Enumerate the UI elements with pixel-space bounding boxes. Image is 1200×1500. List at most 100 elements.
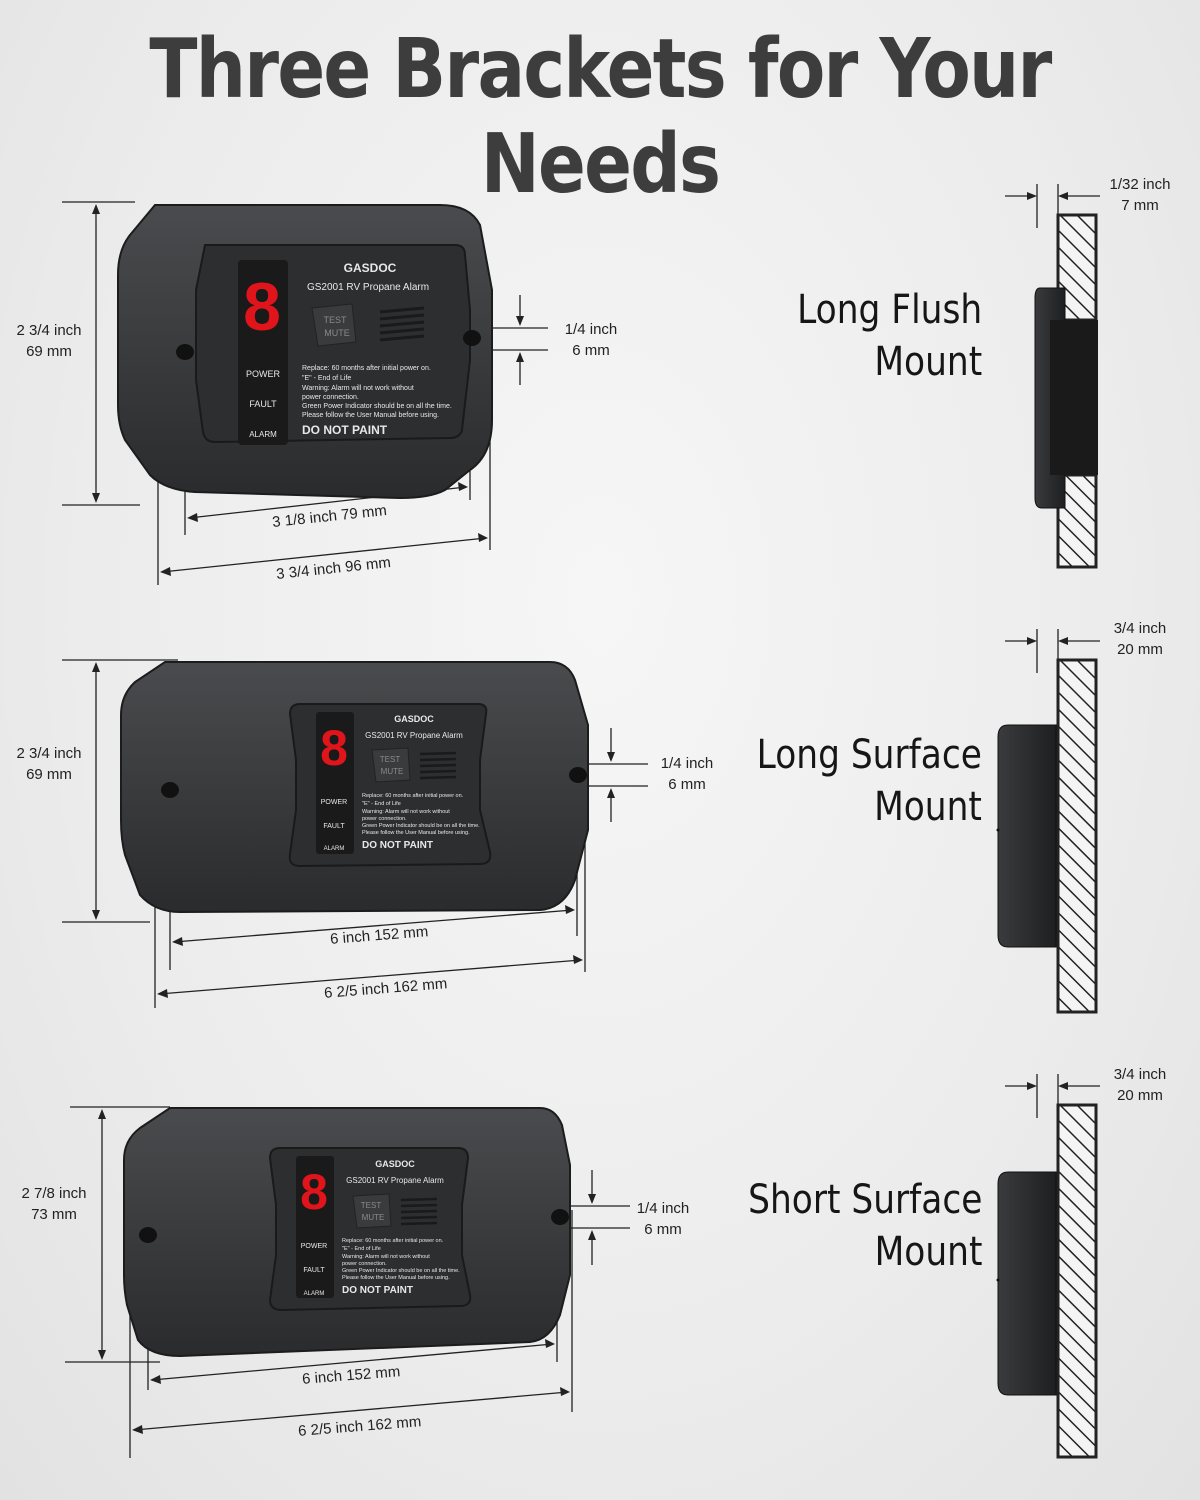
note-line: Green Power Indicator should be on all t… — [302, 403, 452, 410]
depth-mm: 20 mm — [1117, 1087, 1163, 1104]
mount-name-1: Long Flush Mount — [797, 284, 982, 388]
height-dim-2: 2 3/4 inch 69 mm — [8, 743, 90, 785]
depth-dim-1: 1/32 inch 7 mm — [1100, 174, 1180, 216]
hole-inch: 1/4 inch — [564, 321, 618, 338]
note-line: Warning: Alarm will not work without — [302, 385, 414, 392]
note-line: "E" - End of Life — [302, 375, 351, 382]
note-line: Please follow the User Manual before usi… — [342, 1275, 450, 1281]
display-column — [316, 712, 354, 854]
note-line: Replace: 60 months after initial power o… — [302, 365, 431, 372]
bracket-2-device: 8 POWER FAULT ALARM GASDOC GS2001 RV Pro… — [62, 659, 648, 1008]
note-line: Replace: 60 months after initial power o… — [342, 1238, 444, 1244]
depth-mm: 7 mm — [1121, 197, 1159, 214]
note-line: "E" - End of Life — [362, 801, 401, 807]
mount-name-line2: Mount — [874, 1229, 982, 1275]
height-dim-3: 2 7/8 inch 73 mm — [12, 1183, 96, 1225]
bracket-3-device: 8 POWER FAULT ALARM GASDOC GS2001 RV Pro… — [65, 1106, 630, 1458]
dimension-arrows — [98, 1109, 596, 1434]
led-digit: 8 — [320, 720, 348, 776]
mount-hole-left — [176, 344, 194, 360]
indicator-alarm: ALARM — [304, 1291, 325, 1297]
height-mm: 69 mm — [26, 343, 72, 360]
page-title: Three Brackets for Your Needs — [149, 22, 1052, 212]
mount-hole-right — [569, 767, 587, 783]
test-mute-button[interactable] — [311, 303, 357, 347]
note-line: Please follow the User Manual before usi… — [362, 830, 470, 836]
do-not-paint-label: DO NOT PAINT — [302, 423, 388, 437]
led-digit: 8 — [300, 1164, 328, 1220]
note-line: power connection. — [302, 394, 359, 401]
surface-bracket-profile — [997, 724, 1057, 948]
indicator-alarm: ALARM — [249, 430, 277, 439]
wall-section — [1056, 1103, 1098, 1459]
height-inch: 2 3/4 inch — [16, 745, 82, 762]
height-mm: 69 mm — [26, 766, 72, 783]
brand-logo: GASDOC — [375, 1159, 415, 1169]
dimension-arrows — [92, 662, 615, 998]
note-line: Please follow the User Manual before usi… — [302, 412, 439, 419]
model-label: GS2001 RV Propane Alarm — [365, 731, 463, 740]
indicator-fault: FAULT — [249, 399, 277, 409]
depth-inch: 3/4 inch — [1113, 620, 1167, 637]
depth-inch: 1/32 inch — [1109, 176, 1171, 193]
depth-dim-2: 3/4 inch 20 mm — [1100, 618, 1180, 660]
hole-inch: 1/4 inch — [660, 755, 714, 772]
indicator-power: POWER — [246, 369, 281, 379]
indicator-power: POWER — [321, 799, 347, 806]
panel-notes: Replace: 60 months after initial power o… — [302, 365, 452, 419]
note-line: power connection. — [362, 816, 407, 822]
test-mute-button[interactable] — [371, 747, 411, 783]
note-line: Warning: Alarm will not work without — [342, 1254, 430, 1260]
wall-section — [1056, 658, 1098, 1014]
display-column — [296, 1156, 334, 1298]
mount-name-line2: Mount — [874, 784, 982, 830]
hole-dim-2: 1/4 inch 6 mm — [648, 753, 726, 795]
bracket-1-side-view — [1005, 184, 1100, 569]
indicator-alarm: ALARM — [324, 846, 345, 852]
note-line: Green Power Indicator should be on all t… — [342, 1268, 460, 1274]
hole-mm: 6 mm — [572, 342, 610, 359]
mount-hole-left — [161, 782, 179, 798]
brand-logo: GASDOC — [344, 261, 397, 275]
mount-name-line1: Long Surface — [756, 732, 982, 778]
depth-mm: 20 mm — [1117, 641, 1163, 658]
flush-body — [1050, 320, 1098, 475]
test-label: TEST — [361, 1201, 382, 1210]
mute-label: MUTE — [381, 767, 404, 776]
test-label: TEST — [380, 755, 401, 764]
do-not-paint-label: DO NOT PAINT — [362, 840, 433, 851]
depth-inch: 3/4 inch — [1113, 1066, 1167, 1083]
hole-mm: 6 mm — [668, 776, 706, 793]
mount-name-3: Short Surface Mount — [748, 1174, 982, 1278]
brand-logo: GASDOC — [394, 714, 434, 724]
depth-dim-3: 3/4 inch 20 mm — [1100, 1064, 1180, 1106]
height-mm: 73 mm — [31, 1206, 77, 1223]
hole-dim-1: 1/4 inch 6 mm — [552, 319, 630, 361]
surface-bracket-profile — [997, 1171, 1057, 1396]
height-dim-1: 2 3/4 inch 69 mm — [8, 320, 90, 362]
indicator-power: POWER — [301, 1243, 327, 1250]
display-column — [238, 260, 288, 445]
do-not-paint-label: DO NOT PAINT — [342, 1285, 413, 1296]
model-label: GS2001 RV Propane Alarm — [346, 1176, 444, 1185]
speaker-grille — [379, 306, 425, 342]
panel-notes: Replace: 60 months after initial power o… — [362, 793, 480, 836]
test-label: TEST — [323, 315, 347, 325]
height-inch: 2 7/8 inch — [21, 1185, 87, 1202]
mute-label: MUTE — [324, 328, 350, 338]
speaker-grille — [400, 1197, 438, 1226]
note-line: "E" - End of Life — [342, 1246, 381, 1252]
hole-dim-3: 1/4 inch 6 mm — [624, 1198, 702, 1240]
test-mute-button[interactable] — [352, 1193, 392, 1229]
mount-name-2: Long Surface Mount — [757, 729, 982, 833]
indicator-fault: FAULT — [323, 823, 345, 830]
dimension-arrows — [92, 204, 524, 576]
note-line: Warning: Alarm will not work without — [362, 809, 450, 815]
bracket-3-side-view — [996, 1074, 1100, 1459]
panel-notes: Replace: 60 months after initial power o… — [342, 1238, 460, 1281]
mount-hole-right — [463, 330, 481, 346]
mount-name-line1: Short Surface — [747, 1177, 982, 1223]
mount-hole-right — [551, 1209, 569, 1225]
note-line: Replace: 60 months after initial power o… — [362, 793, 464, 799]
bracket-2-side-view — [996, 629, 1100, 1014]
